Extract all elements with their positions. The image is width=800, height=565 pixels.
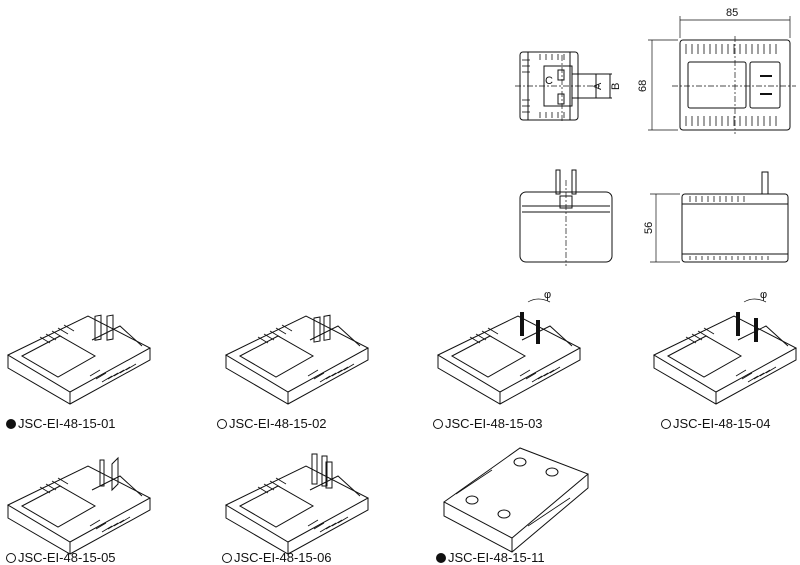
product-label-03: JSC-EI-48-15-03 <box>433 416 543 431</box>
open-circle-icon <box>433 418 443 429</box>
product-03-sketch <box>436 298 582 405</box>
product-label-02: JSC-EI-48-15-02 <box>217 416 327 431</box>
product-label-text: JSC-EI-48-15-05 <box>18 550 116 565</box>
product-label-text: JSC-EI-48-15-06 <box>234 550 332 565</box>
filled-circle-icon <box>6 418 16 429</box>
top-view <box>648 16 796 134</box>
dim-85-text: 85 <box>726 7 738 19</box>
open-circle-icon <box>217 418 227 429</box>
product-label-11: JSC-EI-48-15-11 <box>436 550 545 565</box>
open-circle-icon <box>661 418 671 429</box>
angle-phi-03-text: φ <box>544 289 551 301</box>
product-02-sketch <box>224 314 370 405</box>
dim-56-text: 56 <box>643 222 655 234</box>
product-label-04: JSC-EI-48-15-04 <box>661 416 771 431</box>
side-view-pin <box>519 169 613 266</box>
product-label-text: JSC-EI-48-15-03 <box>445 416 543 431</box>
filled-circle-icon <box>436 552 446 563</box>
open-circle-icon <box>222 552 232 563</box>
product-11-sketch <box>443 447 589 553</box>
open-circle-icon <box>6 552 16 563</box>
product-label-06: JSC-EI-48-15-06 <box>222 550 332 565</box>
product-06-sketch <box>224 453 370 555</box>
product-01-sketch <box>6 314 152 405</box>
angle-phi-04-text: φ <box>760 289 767 301</box>
product-label-text: JSC-EI-48-15-02 <box>229 416 327 431</box>
product-label-01: JSC-EI-48-15-01 <box>6 416 116 431</box>
front-view-pins <box>515 51 612 122</box>
dim-a-text: A <box>592 82 604 90</box>
side-view-56 <box>650 171 789 263</box>
product-04-sketch <box>652 298 798 405</box>
dim-b-text: B <box>610 83 622 90</box>
product-05-sketch <box>6 456 152 555</box>
product-label-text: JSC-EI-48-15-11 <box>448 550 545 565</box>
product-label-text: JSC-EI-48-15-01 <box>18 416 116 431</box>
product-label-05: JSC-EI-48-15-05 <box>6 550 116 565</box>
dim-c-text: C <box>545 75 553 87</box>
product-label-text: JSC-EI-48-15-04 <box>673 416 771 431</box>
dim-68-text: 68 <box>637 80 649 92</box>
